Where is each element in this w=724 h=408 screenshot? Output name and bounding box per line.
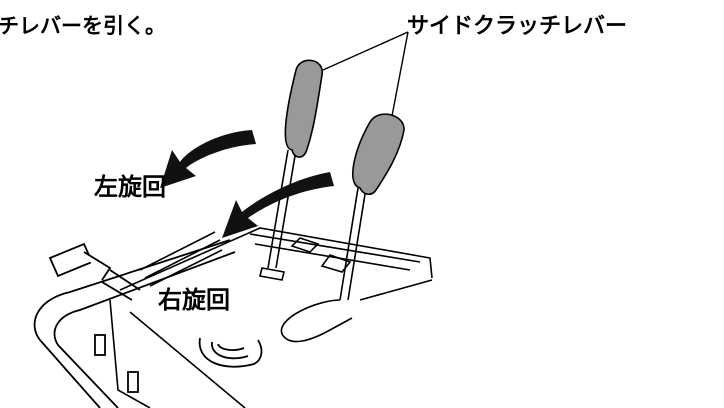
instruction-pull-lever: チレバーを引く。 bbox=[0, 14, 166, 38]
curve-arrow-icon bbox=[198, 337, 263, 368]
side-clutch-lever-label: サイドクラッチレバー bbox=[407, 14, 628, 39]
right-clutch-lever bbox=[280, 113, 405, 343]
left-turn-arrow bbox=[160, 130, 256, 188]
left-clutch-lever bbox=[259, 59, 323, 281]
right-turn-arrow bbox=[222, 172, 334, 238]
leader-lines bbox=[322, 31, 409, 117]
handle-bar bbox=[33, 239, 236, 408]
right-turn-label: 右旋回 bbox=[158, 286, 230, 314]
left-turn-label: 左旋回 bbox=[94, 173, 166, 201]
